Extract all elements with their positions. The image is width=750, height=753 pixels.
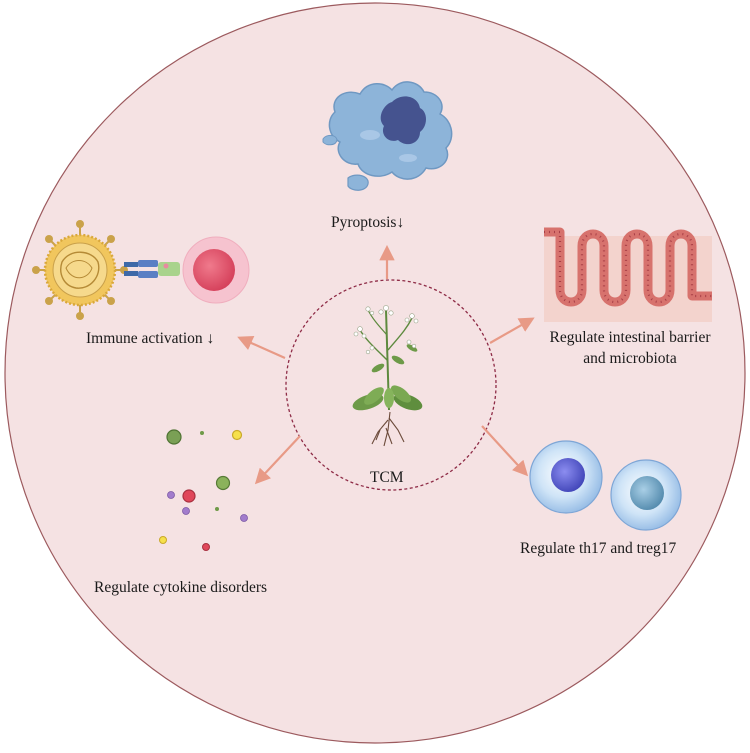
arrow-barrier: [489, 317, 535, 344]
inner-dashed-circle: [285, 279, 497, 491]
treg-cell-icon: [610, 459, 682, 531]
label-th17-treg17: Regulate th17 and treg17: [520, 540, 677, 557]
plant-icon: [352, 305, 423, 447]
intestinal-villi-icon: [544, 227, 712, 322]
cytokine-dots-icon: [159, 429, 248, 551]
arrow-cytokine: [254, 435, 301, 485]
pyroptosis-cell-icon: [322, 81, 453, 191]
label-intestinal-barrier-line2: and microbiota: [583, 350, 677, 367]
label-cytokine-disorders: Regulate cytokine disorders: [94, 579, 268, 596]
arrow-th17: [481, 425, 529, 477]
label-pyroptosis: Pyroptosis↓: [331, 214, 405, 231]
virus-icon: [32, 220, 128, 320]
th17-cell-icon: [529, 440, 603, 514]
label-intestinal-barrier: Regulate intestinal barrier and microbio…: [530, 327, 730, 369]
outer-circle: [4, 2, 746, 744]
arrows: [237, 244, 535, 485]
label-immune-activation: Immune activation ↓: [86, 330, 215, 347]
antibody-icon: [124, 260, 180, 278]
arrow-immune: [237, 335, 286, 360]
immune-cell-icon: [182, 236, 250, 304]
label-intestinal-barrier-line1: Regulate intestinal barrier: [549, 329, 711, 346]
label-tcm: TCM: [370, 469, 404, 486]
